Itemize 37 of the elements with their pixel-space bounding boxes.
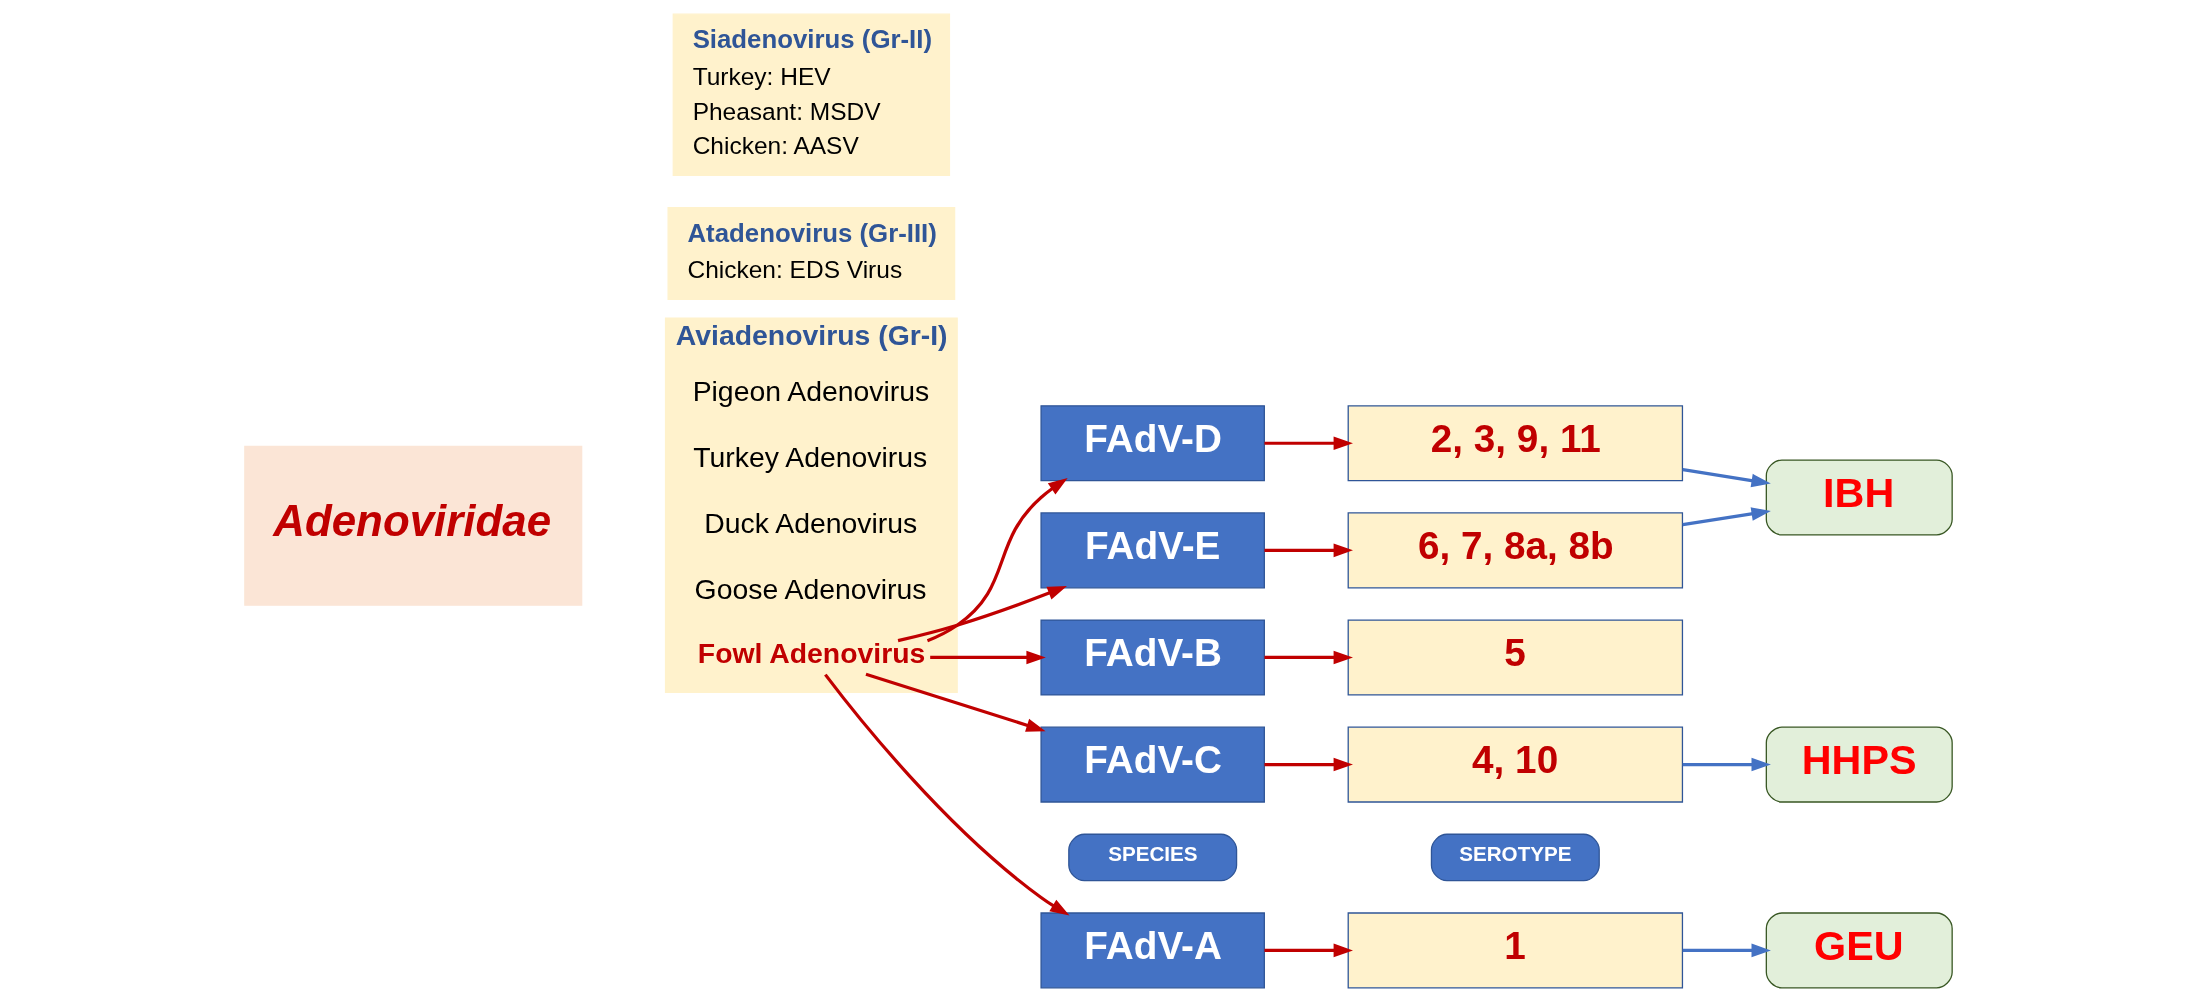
node-box: FAdV-D: [1040, 404, 1265, 481]
node-box: Adenoviridae: [244, 445, 583, 606]
arrow: [1264, 943, 1353, 957]
node-box: 6, 7, 8a, 8b: [1347, 511, 1684, 588]
arrow: [930, 650, 1046, 664]
node-text: Pigeon Adenovirus: [692, 374, 930, 407]
node-text: Fowl Adenovirus: [697, 636, 926, 669]
node-box: FAdV-A: [1040, 911, 1265, 988]
node-box: GEU: [1765, 911, 1953, 988]
arrow: [1682, 467, 1771, 487]
node-text: Turkey Adenovirus: [693, 440, 928, 473]
node-text: Goose Adenovirus: [694, 572, 927, 605]
arrow: [1264, 543, 1353, 557]
node-box: SPECIES: [1068, 833, 1238, 881]
node-box: FAdV-B: [1040, 618, 1265, 696]
node-box: 1: [1347, 911, 1684, 988]
arrow: [1264, 757, 1353, 771]
arrow: [926, 477, 1068, 642]
arrow: [897, 585, 1067, 642]
node-box: IBH: [1765, 458, 1953, 536]
node-box: HHPS: [1765, 726, 1953, 803]
node-text: Duck Adenovirus: [704, 506, 918, 539]
node-box: SEROTYPE: [1430, 833, 1600, 881]
arrow: [865, 672, 1046, 732]
arrow: [824, 673, 1070, 915]
node-box: 5: [1347, 618, 1684, 696]
node-box: 4, 10: [1347, 726, 1684, 803]
arrow: [1682, 506, 1771, 526]
arrow: [1264, 435, 1353, 450]
node-box: FAdV-C: [1040, 726, 1265, 803]
arrow: [1264, 650, 1353, 664]
arrow: [1682, 943, 1771, 957]
node-box: 2, 3, 9, 11: [1347, 404, 1684, 481]
node-box: Siadenovirus (Gr-II) Turkey: HEV Pheasant: MSDV Chicken: AASV: [672, 13, 951, 176]
node-box: Atadenovirus (Gr-III) Chicken: EDS Virus: [667, 206, 956, 300]
arrow: [1682, 757, 1771, 771]
node-box: FAdV-E: [1040, 511, 1265, 588]
